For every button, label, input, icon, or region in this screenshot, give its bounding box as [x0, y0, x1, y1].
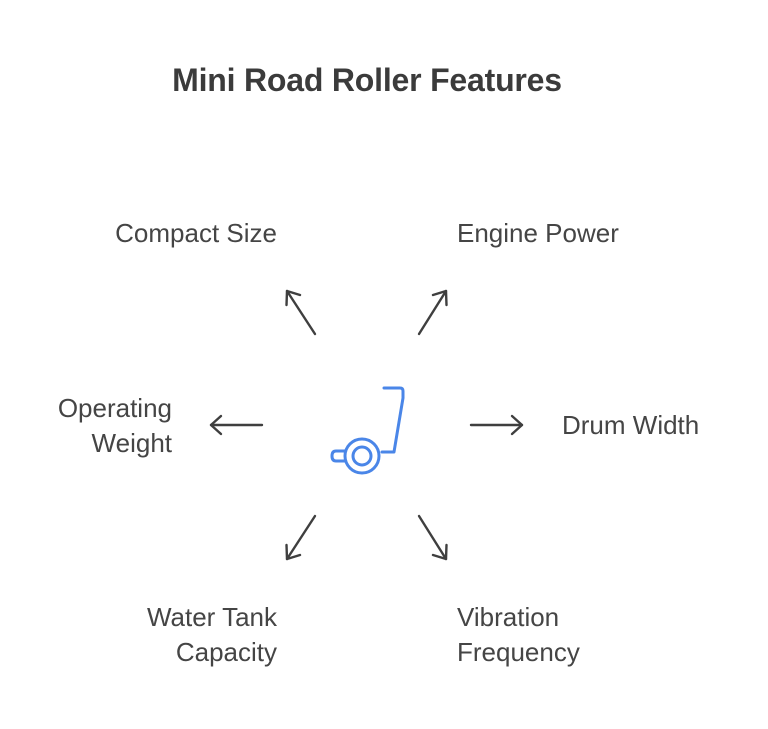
feature-label-line: Weight: [91, 428, 172, 458]
feature-label-line: Drum Width: [562, 410, 700, 440]
arrow-water-tank-capacity: [285, 514, 317, 561]
feature-label-line: Frequency: [457, 637, 580, 667]
arrow-vibration-frequency: [417, 514, 448, 561]
feature-label-line: Compact Size: [115, 218, 277, 248]
feature-vibration-frequency: Vibration Frequency: [457, 600, 637, 670]
feature-water-tank-capacity: Water Tank Capacity: [96, 600, 277, 670]
feature-label-line: Engine Power: [457, 218, 619, 248]
arrow-operating-weight: [209, 414, 264, 436]
feature-operating-weight: Operating Weight: [20, 391, 172, 461]
feature-label-line: Water Tank: [146, 602, 277, 632]
feature-drum-width: Drum Width: [562, 408, 732, 443]
arrow-drum-width: [469, 414, 524, 436]
road-roller-icon: [330, 386, 405, 475]
feature-label-line: Operating: [57, 393, 172, 423]
arrow-compact-size: [285, 289, 317, 336]
feature-label-line: Vibration: [457, 602, 560, 632]
arrow-engine-power: [417, 289, 448, 336]
diagram-title: Mini Road Roller Features: [172, 62, 562, 98]
feature-engine-power: Engine Power: [457, 216, 657, 251]
feature-compact-size: Compact Size: [97, 216, 277, 251]
feature-label-line: Capacity: [175, 637, 277, 667]
